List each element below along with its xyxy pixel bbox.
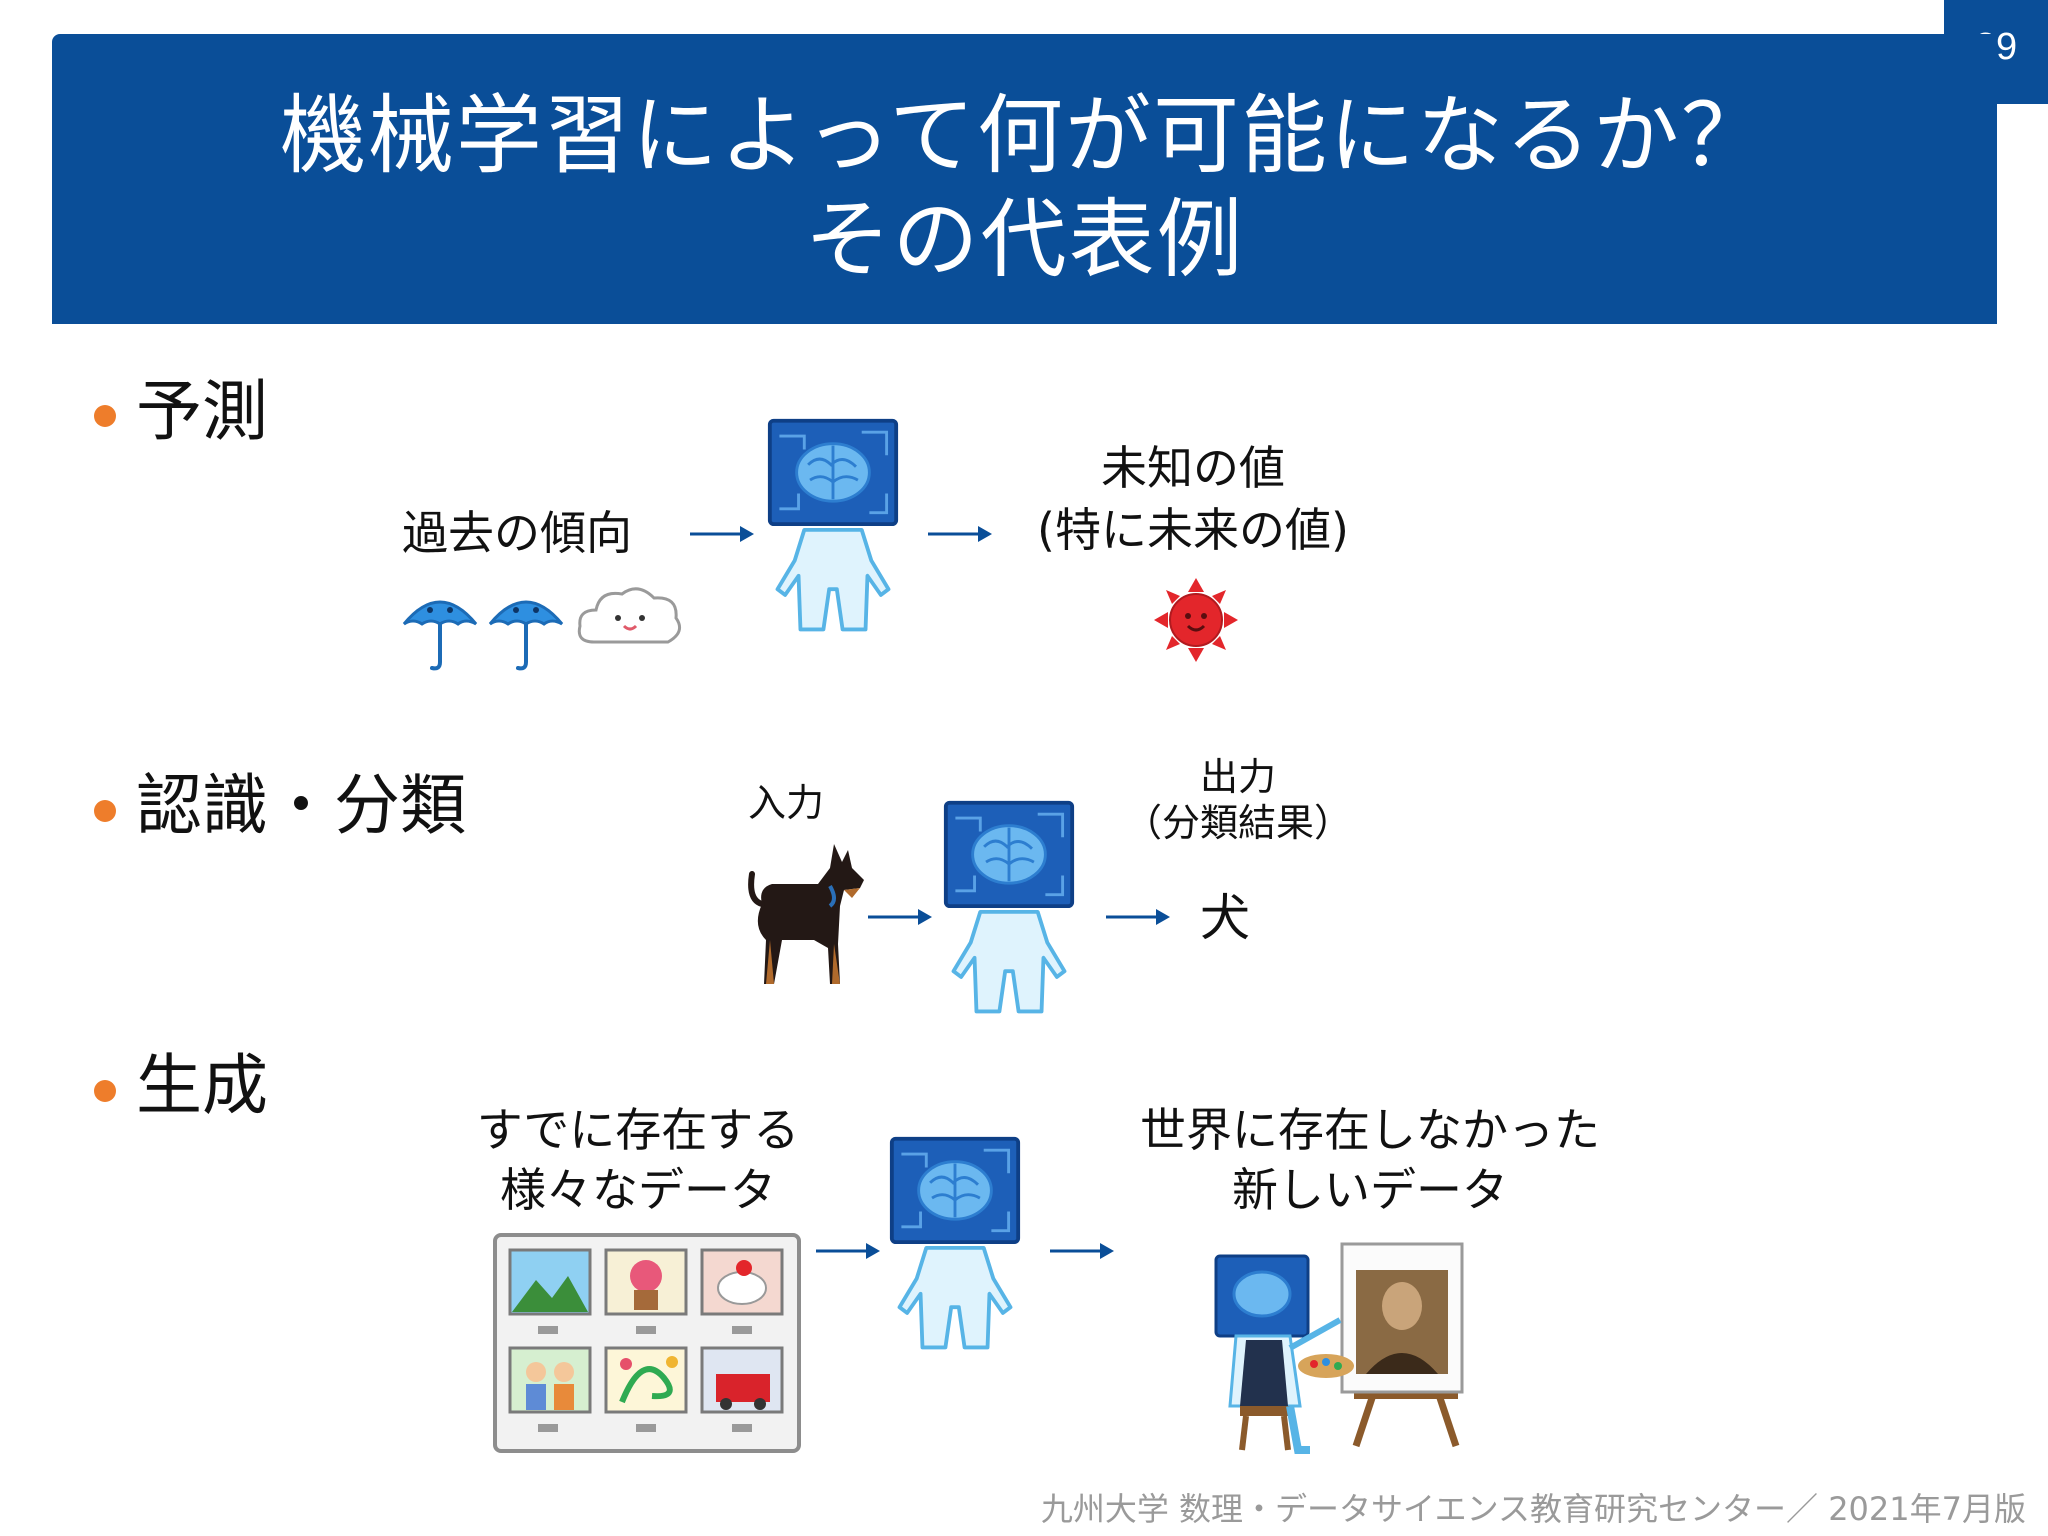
arrow-icon [1050, 1243, 1114, 1259]
ai-robot-icon [766, 414, 900, 640]
bullet-generation: 生成 [136, 1047, 268, 1124]
generation-output-label-2: 新しいデータ [1232, 1163, 1508, 1217]
arrow-icon [928, 526, 992, 542]
cloud-icon [577, 587, 682, 644]
arrow-icon [816, 1243, 880, 1259]
recognition-output-label-1: 出力 [1199, 755, 1276, 799]
ai-robot-icon [888, 1132, 1022, 1358]
ai-robot-icon [942, 796, 1076, 1022]
prediction-output-label-1: 未知の値 [1101, 441, 1285, 495]
recognition-input-label: 入力 [748, 781, 825, 825]
arrow-icon [1106, 909, 1170, 925]
slide-title-line-1: 機械学習によって何が可能になるか？ [279, 86, 1770, 186]
bullet-dot [94, 1080, 116, 1102]
title-bar [52, 34, 1997, 324]
recognition-output-label-2: （分類結果） [1123, 801, 1352, 845]
dog-icon [748, 844, 864, 984]
bullet-dot [94, 800, 116, 822]
footer-credit: 九州大学 数理・データサイエンス教育研究センター／ 2021年7月版 [1040, 1490, 2026, 1528]
bullet-prediction: 予測 [136, 373, 268, 450]
generation-input-label-2: 様々なデータ [500, 1163, 776, 1217]
generation-output-label-1: 世界に存在しなかった [1140, 1103, 1600, 1157]
arrow-icon [690, 526, 754, 542]
prediction-input-label: 過去の傾向 [402, 506, 632, 560]
bullet-recognition: 認識・分類 [136, 767, 466, 844]
gallery-board-icon [493, 1233, 801, 1453]
sun-icon [1154, 578, 1238, 662]
slide-title-line-2: その代表例 [804, 190, 1245, 290]
umbrella-icon [486, 584, 566, 674]
bullet-dot [94, 405, 116, 427]
arrow-icon [868, 909, 932, 925]
recognition-result: 犬 [1200, 889, 1250, 947]
generation-input-label-1: すでに存在する [476, 1103, 800, 1157]
umbrella-icon [400, 584, 480, 674]
prediction-output-label-2: (特に未来の値) [1037, 503, 1349, 557]
ai-painter-icon [1214, 1242, 1464, 1454]
